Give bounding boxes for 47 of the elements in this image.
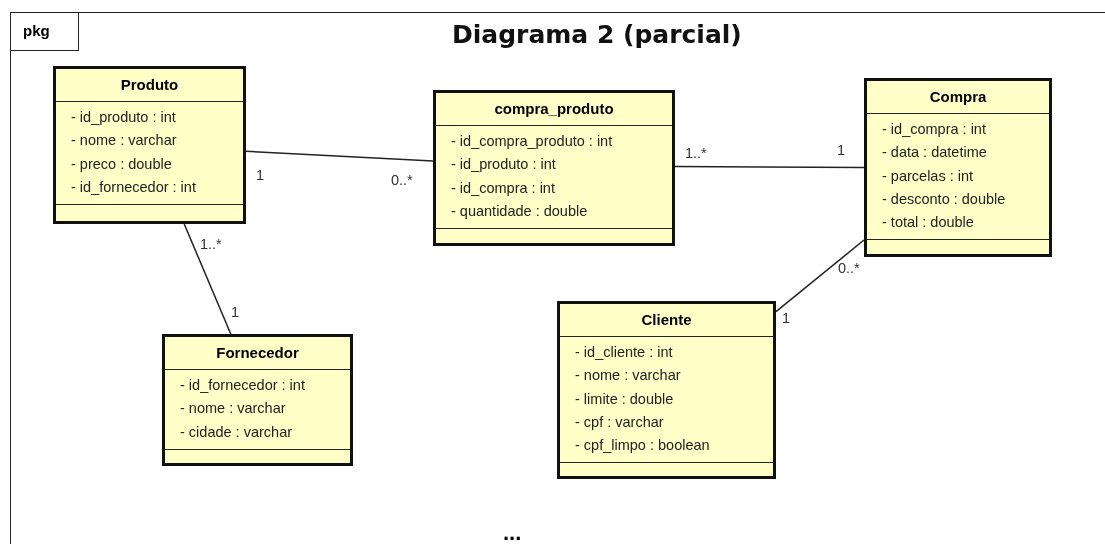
attribute-text: - nome : varchar: [180, 399, 286, 419]
multiplicity-label: 1..*: [685, 145, 707, 161]
multiplicity-label: 1: [782, 310, 791, 326]
attribute-text: - id_fornecedor : int: [71, 177, 196, 197]
attribute-text: - desconto : double: [882, 189, 1006, 209]
multiplicity-label: 1: [256, 167, 265, 183]
class-box: [433, 90, 675, 246]
attribute-text: - quantidade : double: [451, 201, 588, 221]
class-name: Cliente: [560, 304, 773, 337]
attribute-text: - id_compra_produto : int: [451, 132, 613, 151]
class-box: [162, 334, 353, 466]
attribute-text: - cpf_limpo : boolean: [575, 436, 710, 456]
attribute-text: - preco : double: [71, 154, 172, 174]
attribute-text: - cpf : varchar: [575, 412, 664, 432]
association-line: [775, 239, 865, 313]
attribute-text: - id_fornecedor : int: [180, 376, 305, 395]
class-box: [53, 66, 246, 224]
attribute-text: - cidade : varchar: [180, 422, 293, 442]
multiplicity-label: 1: [231, 304, 240, 320]
attribute-text: - limite : double: [575, 389, 674, 409]
package-label: pkg: [11, 13, 79, 51]
attribute-text: - total : double: [882, 213, 974, 233]
class-name: compra_produto: [436, 93, 672, 126]
class-box: [864, 78, 1052, 257]
multiplicity-label: 0..*: [391, 172, 413, 188]
diagram-title: Diagrama 2 (parcial): [452, 20, 742, 49]
association-line: [245, 150, 434, 162]
class-box: [557, 301, 776, 479]
class-name: Fornecedor: [165, 337, 350, 370]
class-name: Produto: [56, 69, 243, 102]
multiplicity-label: 0..*: [838, 260, 860, 276]
package-frame: [10, 12, 1105, 544]
association-line: [674, 165, 865, 169]
class-name: Compra: [867, 81, 1049, 114]
attribute-text: - id_compra : int: [451, 178, 555, 198]
attribute-text: - nome : varchar: [71, 131, 177, 151]
attribute-text: - data : datetime: [882, 143, 987, 163]
association-line: [183, 223, 232, 335]
attribute-text: - id_produto : int: [451, 155, 556, 175]
attribute-text: - nome : varchar: [575, 366, 681, 386]
attribute-text: - id_produto : int: [71, 108, 176, 127]
multiplicity-label: 1..*: [200, 236, 222, 252]
attribute-text: - id_cliente : int: [575, 343, 673, 362]
ellipsis-text: ...: [503, 520, 522, 544]
attribute-text: - id_compra : int: [882, 120, 986, 139]
multiplicity-label: 1: [837, 142, 846, 158]
attribute-text: - parcelas : int: [882, 166, 974, 186]
